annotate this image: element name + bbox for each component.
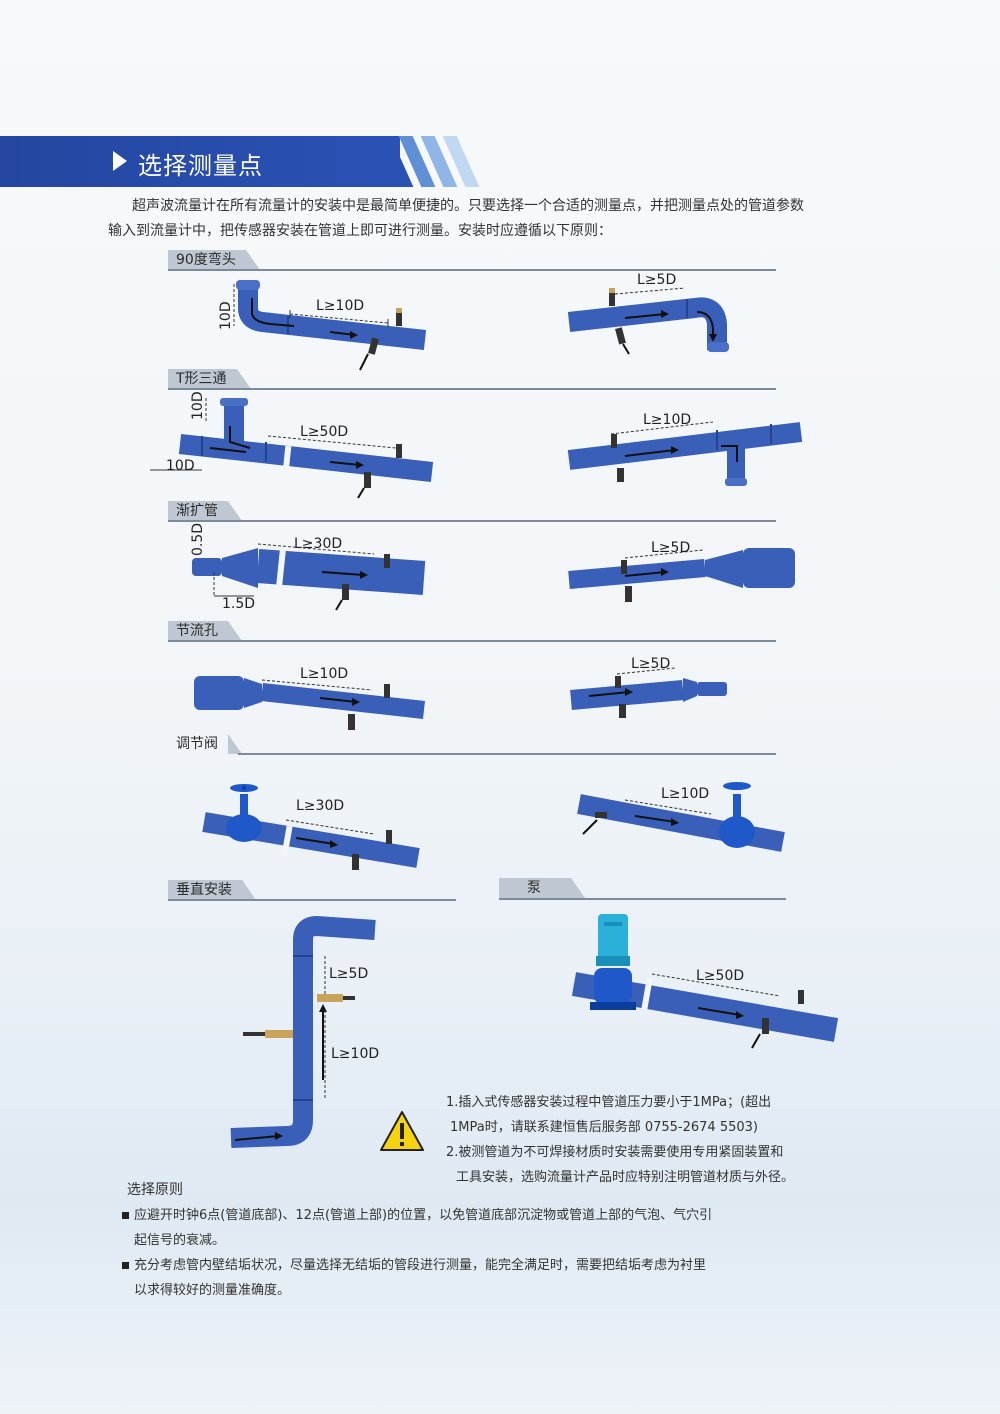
dim-label: L≥30D <box>296 798 344 814</box>
vertical-diagram: L≥5D L≥10D <box>230 915 379 1148</box>
tee-right-diagram: L≥10D <box>567 412 803 486</box>
expander-left-diagram: 1.5D 0.5D L≥30D <box>190 523 426 612</box>
section-divider <box>499 898 786 900</box>
rule-line: 起信号的衰减。 <box>134 1233 226 1248</box>
sensor-icon <box>615 676 621 688</box>
note-line: 1.插入式传感器安装过程中管道压力要小于1MPa；(超出 <box>446 1095 772 1110</box>
sensor-icon <box>359 337 379 371</box>
sensor-icon <box>243 1030 293 1038</box>
valve-right-diagram: L≥10D <box>577 782 785 852</box>
section-header-band <box>0 136 400 187</box>
tab-tee: T形三通 <box>168 369 251 389</box>
tee-left-diagram: 10D 10D L≥50D <box>150 391 434 499</box>
dim-label: L≥5D <box>329 966 368 982</box>
rule-line: 以求得较好的测量准确度。 <box>134 1283 291 1298</box>
section-divider <box>168 899 456 901</box>
rule-item: 应避开时钟6点(管道底部)、12点(管道上部)的位置，以免管道底部沉淀物或管道上… <box>122 1203 754 1253</box>
note-line: 1MPa时，请联系建恒售后服务部 0755-2674 5503) <box>450 1120 758 1135</box>
dim-label: L≥10D <box>331 1046 379 1062</box>
dim-label: L≥10D <box>316 298 364 314</box>
sensor-icon <box>357 472 371 499</box>
elbow-right-diagram: L≥5D <box>567 272 729 355</box>
valve-handle-icon <box>242 786 246 790</box>
dim-label: 10D <box>190 391 206 420</box>
valve-left-diagram: L≥30D <box>202 784 420 870</box>
sensor-icon <box>335 584 349 611</box>
play-arrow-icon <box>113 151 127 171</box>
tab-vertical: 垂直安装 <box>168 880 256 900</box>
sensor-icon <box>798 990 804 1004</box>
dim-label: 1.5D <box>222 596 255 612</box>
tab-pump: 泵 <box>499 878 585 898</box>
rule-line: 充分考虑管内壁结垢状况，尽量选择无结垢的管段进行测量，能完全满足时，需要把结垢考… <box>134 1258 707 1273</box>
section-divider <box>168 269 776 271</box>
expander-right-diagram: L≥5D <box>568 540 795 602</box>
rule-item: 充分考虑管内壁结垢状况，尽量选择无结垢的管段进行测量，能完全满足时，需要把结垢考… <box>122 1253 754 1303</box>
dim-label: L≥5D <box>637 272 676 288</box>
dim-label: 0.5D <box>190 523 206 556</box>
pump-diagram: L≥50D <box>571 914 839 1049</box>
dim-label: L≥5D <box>631 656 670 672</box>
tab-valve: 调节阀 <box>168 734 242 754</box>
dim-label: 10D <box>166 458 195 474</box>
sensor-icon <box>352 854 359 870</box>
orifice-right-diagram: L≥5D <box>570 656 727 718</box>
dim-label: L≥5D <box>651 540 690 556</box>
sensor-icon <box>384 684 390 698</box>
sensor-icon <box>621 560 627 574</box>
warning-icon <box>380 1111 424 1151</box>
section-divider <box>168 520 776 522</box>
section-divider <box>168 640 776 642</box>
sensor-icon <box>386 830 392 844</box>
dim-label: L≥10D <box>300 666 348 682</box>
sensor-icon <box>751 1018 769 1049</box>
sensor-icon <box>396 308 402 326</box>
dim-label: L≥10D <box>661 786 709 802</box>
sensor-icon <box>384 554 390 568</box>
tab-orifice: 节流孔 <box>168 621 242 641</box>
rules-heading: 选择原则 <box>127 1182 183 1198</box>
tab-elbow: 90度弯头 <box>168 250 260 270</box>
dim-label: L≥50D <box>696 968 744 984</box>
orifice-left-diagram: L≥10D <box>194 666 425 730</box>
note-line: 工具安装，选购流量计产品时应特别注明管道材质与外径。 <box>456 1170 795 1185</box>
dim-label: L≥30D <box>294 536 342 552</box>
intro-paragraph: 超声波流量计在所有流量计的安装中是最简单便捷的。只要选择一个合适的测量点，并把测… <box>108 198 804 239</box>
dim-label: L≥50D <box>300 424 348 440</box>
dim-label: L≥10D <box>643 412 691 428</box>
page-title: 选择测量点 <box>138 152 263 180</box>
sensor-icon <box>317 994 355 1002</box>
elbow-left-diagram: 10D L≥10D <box>218 280 427 371</box>
rule-line: 应避开时钟6点(管道底部)、12点(管道上部)的位置，以免管道底部沉淀物或管道上… <box>134 1208 713 1223</box>
tab-expander: 渐扩管 <box>168 501 242 521</box>
sensor-icon <box>617 468 624 482</box>
section-divider <box>168 388 776 390</box>
sensor-icon <box>609 288 615 306</box>
sensor-icon <box>582 812 607 835</box>
pump-motor-icon <box>604 922 622 926</box>
sensor-icon <box>611 434 617 448</box>
dim-label: 10D <box>218 301 234 330</box>
sensor-icon <box>625 586 632 602</box>
sensor-icon <box>348 714 355 730</box>
section-divider <box>238 753 776 755</box>
sensor-icon <box>396 444 402 458</box>
note-line: 2.被测管道为不可焊接材质时安装需要使用专用紧固装置和 <box>446 1145 784 1160</box>
sensor-icon <box>615 327 630 355</box>
sensor-icon <box>619 704 626 718</box>
